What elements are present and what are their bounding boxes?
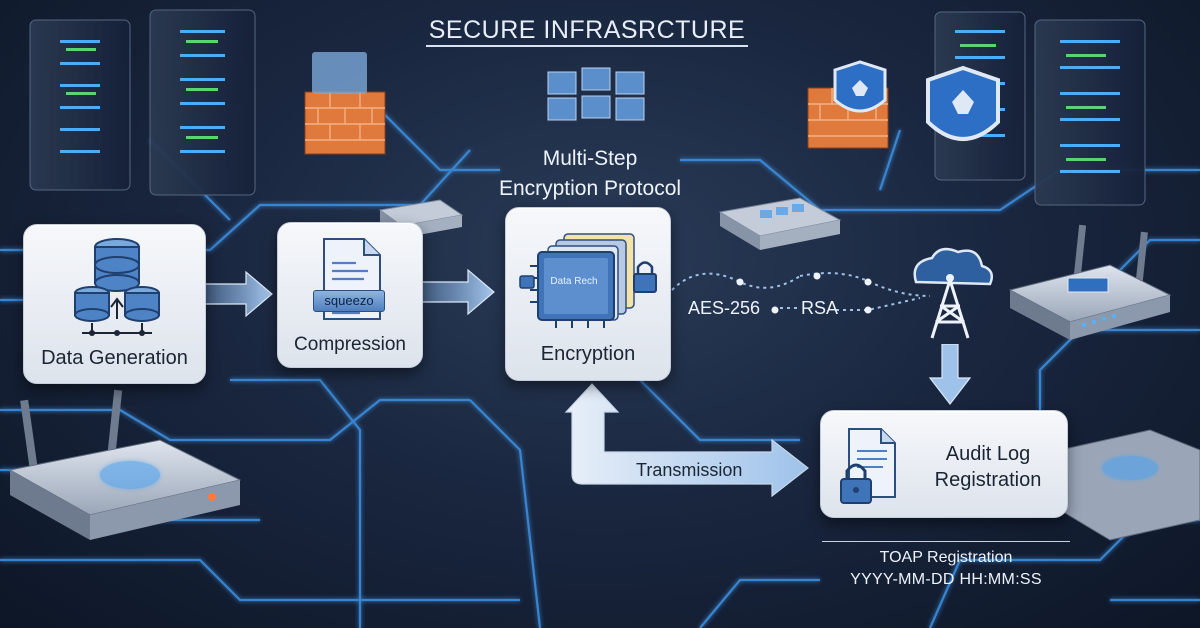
timestamp-divider bbox=[822, 541, 1070, 542]
chip-tag: Data Rech bbox=[550, 276, 598, 287]
title-underline bbox=[426, 45, 748, 47]
timestamp-title: TOAP Registration bbox=[879, 549, 1013, 566]
step-compression[interactable]: Compression bbox=[277, 222, 423, 368]
cipher-nodes bbox=[736, 272, 872, 314]
router-right bbox=[1008, 224, 1172, 340]
compression-tag: squeezo bbox=[313, 290, 385, 312]
cipher-label-rsa: RSA bbox=[801, 298, 839, 318]
step-label-compression: Compression bbox=[294, 334, 406, 355]
page-title: SECURE INFRASRCTURE bbox=[428, 16, 746, 44]
diagram-subtitle: Multi-Step Encryption Protocol bbox=[420, 144, 760, 204]
cipher-label-aes: AES-256 bbox=[688, 298, 761, 318]
arrow-gen-to-compression bbox=[200, 270, 273, 318]
shield-icon-small bbox=[833, 60, 887, 113]
network-switch-right bbox=[718, 197, 842, 250]
router-left bbox=[8, 389, 242, 540]
step-encryption[interactable]: Encryption bbox=[505, 207, 671, 381]
database-icon bbox=[74, 238, 160, 336]
arrow-compression-to-encryption bbox=[420, 268, 495, 316]
audit-label-line-2: Registration bbox=[934, 469, 1042, 491]
step-audit-log-registration[interactable]: Audit Log Registration bbox=[820, 410, 1068, 518]
step-label-audit-log: Audit Log Registration bbox=[913, 441, 1063, 493]
subtitle-line-1: Multi-Step bbox=[542, 147, 638, 170]
locked-document-icon bbox=[840, 428, 896, 504]
router-bottom-right bbox=[1059, 429, 1200, 541]
timestamp-format: YYYY-MM-DD HH:MM:SS bbox=[850, 571, 1042, 588]
step-label-encryption: Encryption bbox=[540, 343, 636, 365]
data-cubes bbox=[547, 67, 645, 121]
transmission-label: Transmission bbox=[636, 460, 743, 480]
step-label-data-generation: Data Generation bbox=[41, 347, 188, 369]
shield-icon-large bbox=[926, 65, 1000, 141]
subtitle-line-2: Encryption Protocol bbox=[498, 177, 682, 200]
encrypted-chip-icon bbox=[519, 233, 657, 328]
server-rack-left bbox=[29, 9, 256, 196]
step-data-generation[interactable]: Data Generation bbox=[23, 224, 206, 384]
arrow-transmission-loop bbox=[564, 383, 809, 498]
audit-label-line-1: Audit Log bbox=[945, 443, 1031, 465]
firewall-left bbox=[304, 52, 386, 155]
cloud-tower-icon bbox=[913, 247, 993, 339]
arrow-tower-to-audit bbox=[928, 344, 972, 405]
